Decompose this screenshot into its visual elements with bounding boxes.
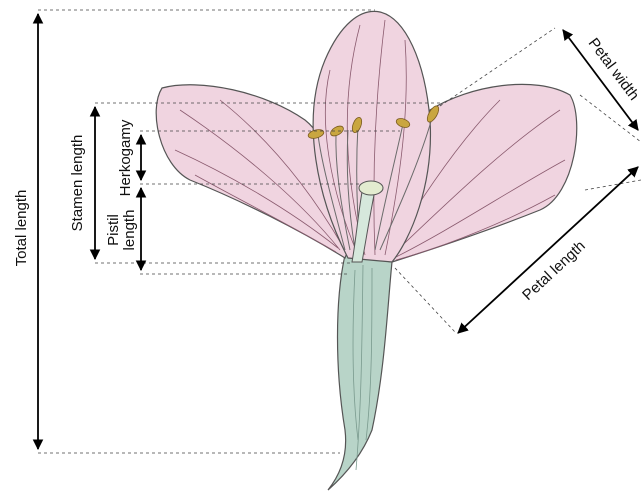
flower-illustration <box>156 11 577 490</box>
stamen-length-label: Stamen length <box>69 135 86 232</box>
stigma <box>359 181 383 195</box>
pistil-label-line1: Pistil <box>105 214 122 246</box>
flower-stalk <box>328 255 392 490</box>
herkogamy-label: Herkogamy <box>117 119 134 196</box>
petal-length-label: Petal length <box>519 237 589 303</box>
pistil-label-line2: length <box>121 210 138 251</box>
total-length-label: Total length <box>13 190 30 267</box>
